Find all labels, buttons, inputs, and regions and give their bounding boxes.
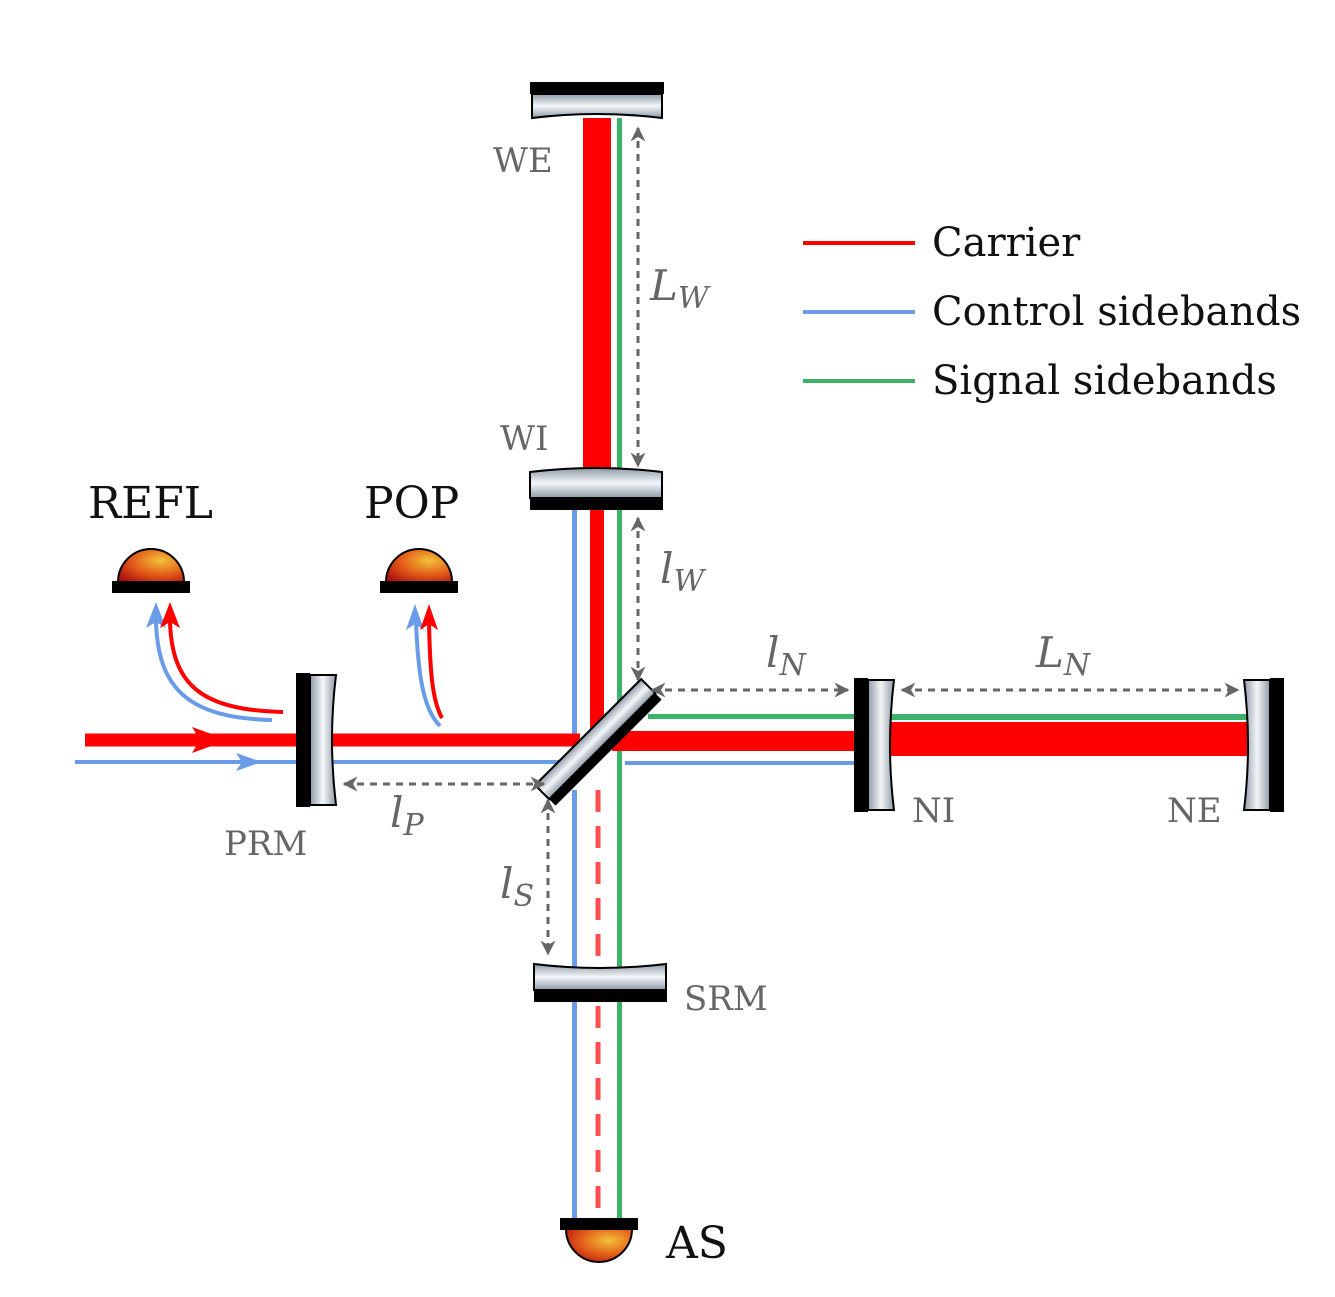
refl-carrier-head — [160, 602, 180, 628]
pop-control-pickoff — [414, 621, 442, 728]
lN-label: lN — [766, 628, 807, 683]
signal-beam-west — [617, 118, 622, 998]
ne-mirror — [1242, 678, 1284, 812]
we-label: WE — [493, 141, 553, 181]
legend: Carrier Control sidebands Signal sideban… — [803, 220, 1301, 404]
dimension-arrows — [342, 126, 1240, 956]
pop-photodetector — [380, 548, 458, 593]
refl-control-pickoff — [154, 621, 273, 722]
signal-beam-north-arm — [888, 714, 1248, 720]
legend-control-label: Control sidebands — [932, 289, 1301, 335]
prm-label: PRM — [224, 824, 307, 864]
we-mirror — [530, 82, 664, 120]
carrier-beam-west-lower — [590, 508, 604, 740]
pop-carrier-head — [420, 604, 438, 630]
refl-carrier-pickoff — [168, 621, 284, 714]
control-beam-west-lower — [572, 508, 577, 768]
control-input-arrowhead — [236, 753, 262, 771]
as-photodetector — [560, 1218, 638, 1263]
beamsplitter — [533, 677, 662, 806]
ne-label: NE — [1167, 791, 1222, 831]
wi-label: WI — [500, 419, 548, 459]
ni-label: NI — [912, 791, 955, 831]
as-label: AS — [665, 1218, 728, 1269]
legend-carrier-label: Carrier — [932, 220, 1081, 266]
srm-label: SRM — [684, 979, 768, 1019]
signal-beam-north-short — [648, 714, 858, 719]
refl-label: REFL — [88, 478, 213, 529]
lw-label: lW — [660, 544, 706, 599]
refl-photodetector — [112, 548, 190, 593]
legend-signal-label: Signal sidebands — [932, 358, 1277, 404]
carrier-beam-west-arm — [583, 118, 611, 478]
length-labels: LW lW lN LN lP lS — [390, 261, 1092, 914]
pop-label: POP — [364, 478, 459, 529]
lS-label: lS — [500, 859, 534, 914]
refl-control-head — [146, 602, 166, 628]
carrier-input-arrowhead — [192, 727, 228, 753]
control-beam-south — [572, 790, 577, 1222]
pop-control-head — [406, 604, 424, 630]
pop-carrier-pickoff — [427, 621, 444, 719]
carrier-beam-north-short — [612, 731, 858, 751]
beams — [75, 118, 1248, 1222]
wi-mirror — [529, 467, 663, 510]
ni-mirror — [854, 678, 896, 812]
detector-labels: REFL POP AS — [88, 478, 728, 1269]
carrier-beam-north-arm — [888, 722, 1248, 756]
optic-labels: WE WI PRM SRM NI NE — [224, 141, 1222, 1019]
Lw-label: LW — [649, 261, 711, 316]
LN-label: LN — [1035, 628, 1092, 683]
lP-label: lP — [390, 788, 424, 843]
prm-mirror — [296, 673, 338, 807]
srm-mirror — [533, 962, 667, 1002]
signal-beam-as — [617, 1000, 622, 1222]
